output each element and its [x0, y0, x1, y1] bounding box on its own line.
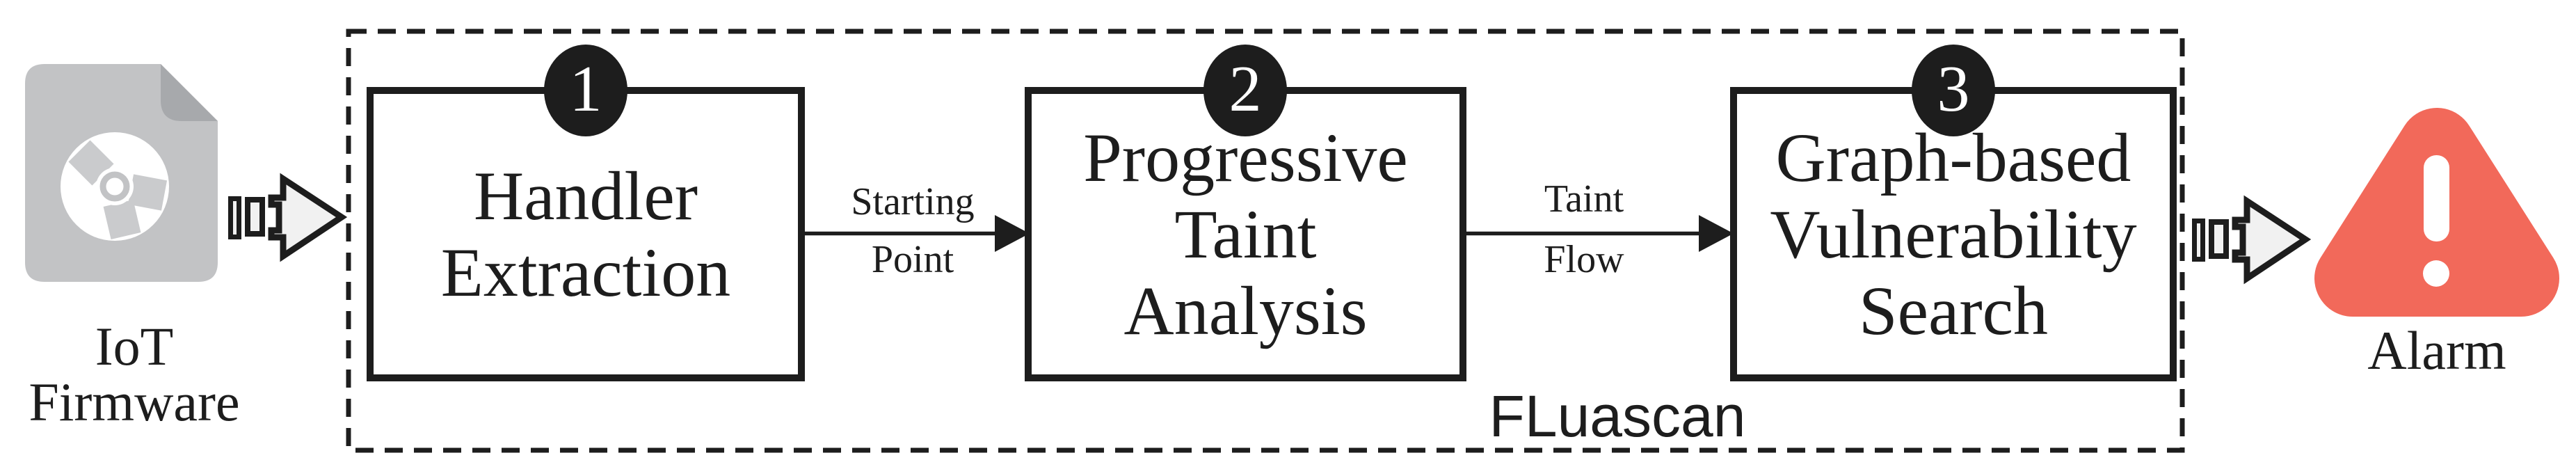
stage-title-line: Handler — [473, 157, 698, 235]
alarm-exclamation-dot — [2423, 260, 2449, 287]
taint-flow-arrow — [1466, 215, 1734, 252]
stage-number: 1 — [569, 53, 602, 125]
flow-label-starting: Starting — [851, 180, 975, 223]
flow-label-flow: Flow — [1544, 238, 1624, 281]
cd-disc-wedges — [68, 140, 168, 240]
input-flow-arrow-icon — [228, 173, 348, 262]
fluascan-label: FLuascan — [1489, 383, 1746, 449]
iot-firmware-label-line2: Firmware — [29, 371, 240, 432]
stage-title: Progressive Taint Analysis — [1083, 119, 1408, 349]
cd-disc-hub-ring — [99, 171, 130, 202]
output-flow-arrow-icon — [2195, 201, 2306, 278]
stage-number: 3 — [1937, 53, 1970, 125]
stage-title: Handler Extraction — [440, 157, 731, 311]
alarm-exclamation-bar — [2424, 155, 2449, 241]
alarm-warning-icon — [2314, 108, 2559, 317]
fluascan-boundary-box — [346, 29, 2185, 453]
stage-badge-3: 3 — [1912, 45, 1995, 136]
flow-label-point: Point — [871, 238, 954, 281]
starting-point-arrow — [805, 215, 1030, 252]
stage-number: 2 — [1229, 53, 1262, 125]
stage-title: Graph-based Vulnerability Search — [1770, 119, 2137, 349]
stage-badge-2: 2 — [1203, 45, 1287, 136]
stage-badge-1: 1 — [544, 45, 627, 136]
flow-label-taint: Taint — [1544, 177, 1624, 221]
firmware-file-cd-icon — [25, 64, 218, 282]
stage-title-line: Extraction — [440, 233, 731, 311]
iot-firmware-label-line1: IoT — [95, 316, 174, 376]
alarm-label: Alarm — [2367, 320, 2506, 381]
stage-title-line: Search — [1858, 271, 2049, 349]
file-folded-corner — [161, 64, 218, 121]
stage-title-line: Vulnerability — [1770, 195, 2137, 273]
stage-title-line: Analysis — [1123, 271, 1368, 349]
stage-box-handler-extraction: Handler Extraction — [367, 87, 805, 381]
stage-title-line: Taint — [1174, 195, 1317, 273]
iot-firmware-label: IoT Firmware — [0, 319, 269, 429]
